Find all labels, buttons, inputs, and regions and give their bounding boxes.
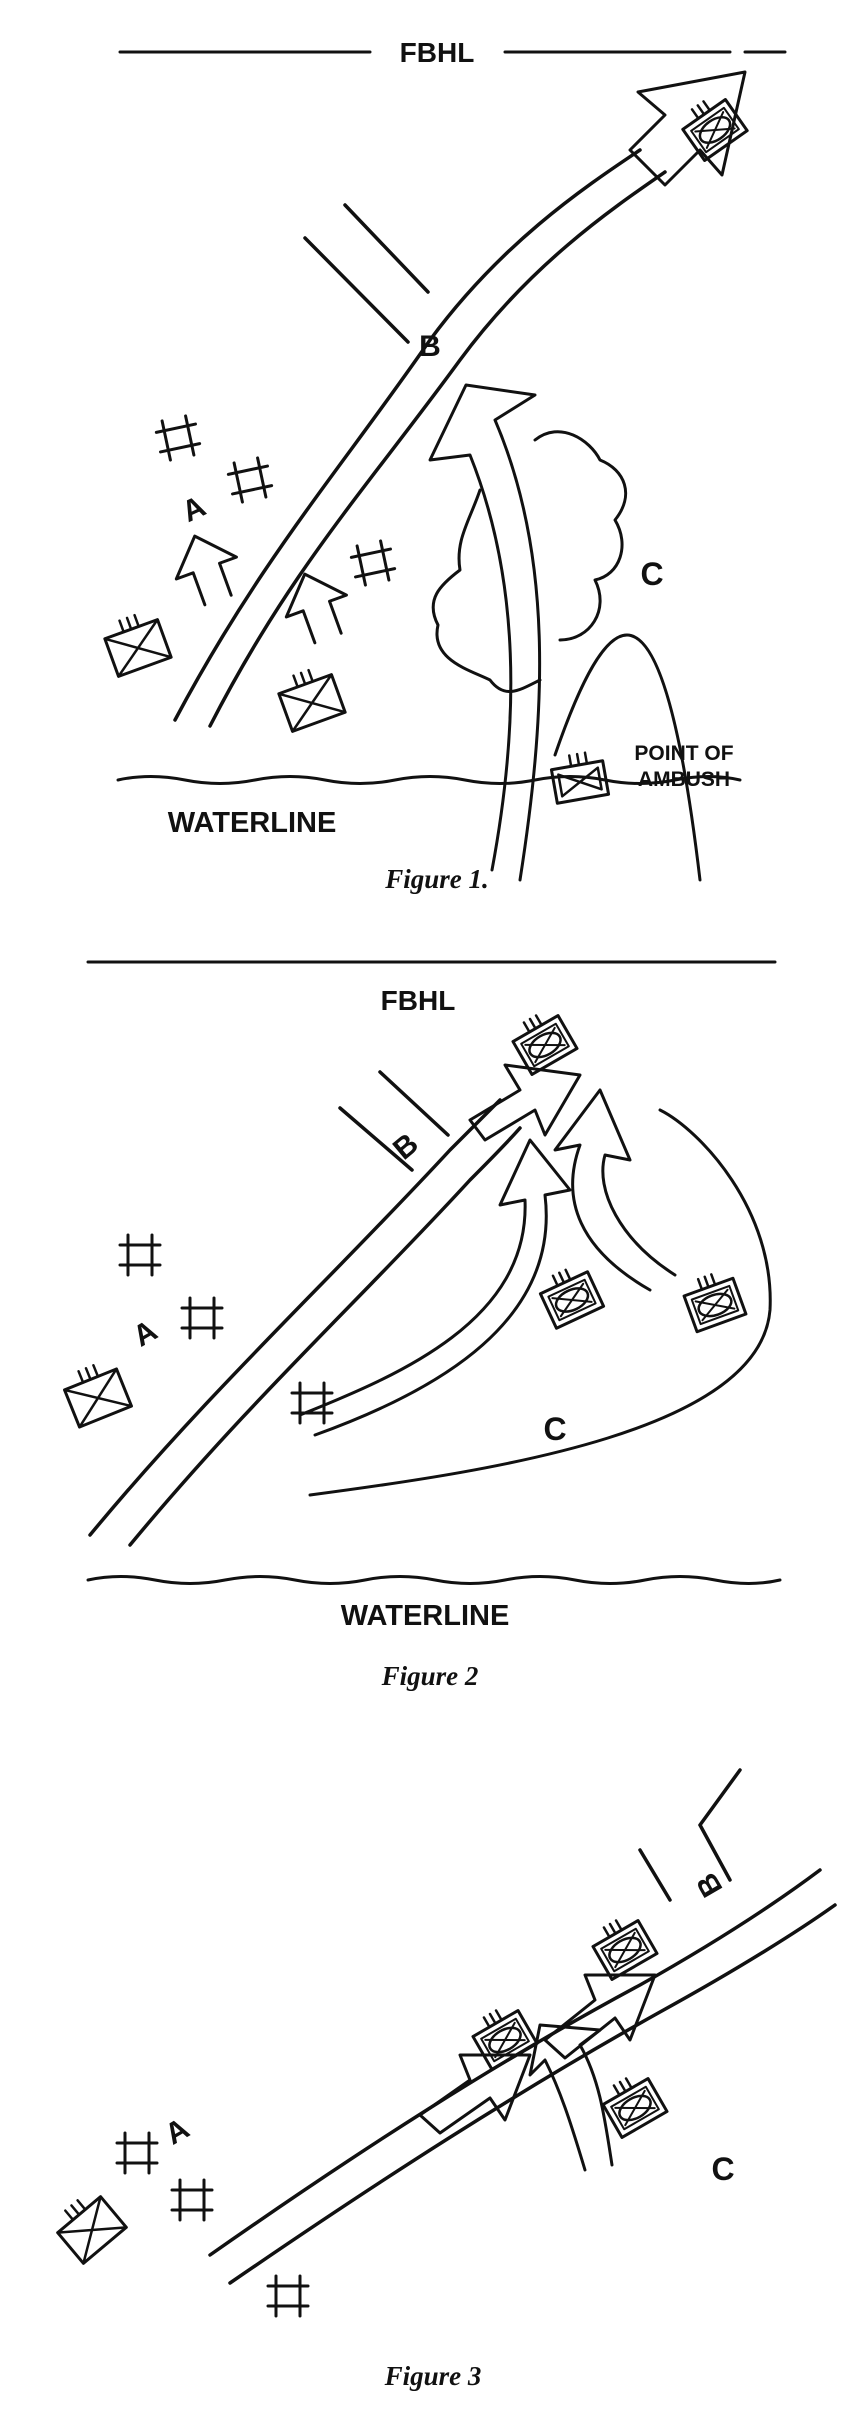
ambush-counter-arrow	[428, 383, 542, 882]
enemy-advance-arrow-1	[543, 1973, 657, 2060]
side-road-edge	[338, 1106, 414, 1172]
enemy-unit-3	[595, 2067, 669, 2139]
minefield-2	[180, 1296, 224, 1340]
road-inner-edge	[128, 1126, 522, 1547]
advance-arrow-a	[163, 523, 250, 613]
side-road-edge-2	[343, 203, 430, 294]
enemy-unit-d	[678, 1266, 748, 1334]
figure-2: FBHL B C A WATERLINE Figure 2	[58, 960, 782, 1691]
waterline-line	[86, 1575, 782, 1585]
sweep-arrow-hook	[553, 1088, 677, 1292]
flank-arrow	[528, 2023, 614, 2172]
road-outer-edge	[173, 148, 642, 722]
side-road-edge	[303, 236, 410, 344]
enemy-unit-2	[465, 1999, 539, 2071]
sweep-arrow-inner	[298, 1138, 572, 1437]
minefield-3	[266, 2274, 310, 2318]
friendly-unit-a	[99, 606, 173, 678]
figure-1: FBHL B C POINT OF AMBUSH A WATERLINE Fig…	[99, 37, 787, 894]
side-road-edges	[638, 1768, 742, 1902]
enemy-advance-arrow	[628, 70, 747, 187]
side-road-edge-2	[378, 1070, 450, 1137]
minefield-3	[347, 537, 399, 589]
minefield-1	[152, 412, 204, 464]
enemy-armor-unit	[505, 1004, 579, 1076]
minefield-2	[224, 454, 276, 506]
minefield-1	[115, 2131, 159, 2175]
ambush-zone-left	[431, 488, 542, 694]
label-c: C	[640, 556, 663, 592]
ambush-trail	[553, 633, 702, 882]
label-a: A	[128, 1314, 163, 1353]
label-b: B	[387, 1127, 425, 1166]
road-outer-edge	[88, 1098, 502, 1537]
label-b: B	[690, 1867, 729, 1902]
advance-arrow-2	[273, 561, 360, 651]
figure-3: B C A Figure 3	[48, 1768, 837, 2391]
enemy-unit-c	[534, 1260, 606, 1330]
label-a: A	[160, 2112, 195, 2151]
enemy-advance-arrow	[468, 1063, 582, 1142]
friendly-unit-2	[273, 661, 347, 733]
label-a: A	[177, 490, 211, 529]
waterline-label: WATERLINE	[168, 807, 337, 839]
fbhl-label: FBHL	[381, 985, 456, 1016]
figure-1-caption: Figure 1.	[384, 864, 489, 894]
sweep-line-outer	[308, 1108, 772, 1497]
enemy-armor-unit	[674, 89, 749, 162]
enemy-advance-arrow-2	[418, 2053, 532, 2135]
figure-2-caption: Figure 2	[381, 1661, 479, 1691]
waterline-line	[116, 775, 742, 785]
enemy-unit-1	[585, 1909, 659, 1981]
ambush-label-line1: POINT OF	[634, 742, 733, 765]
road-inner-edge	[228, 1903, 837, 2285]
label-c: C	[711, 2151, 734, 2187]
minefield-2	[170, 2178, 214, 2222]
minefield-1	[118, 1233, 162, 1277]
friendly-unit-a	[58, 1356, 133, 1429]
label-c: C	[543, 1411, 566, 1447]
road-outer-edge	[208, 1868, 822, 2257]
label-b: B	[419, 330, 441, 363]
road-inner-edge	[208, 170, 667, 728]
friendly-unit-a	[48, 2185, 128, 2265]
ambush-zone-right	[533, 430, 628, 642]
waterline-label: WATERLINE	[341, 1600, 510, 1632]
fbhl-label: FBHL	[400, 37, 475, 68]
figure-3-caption: Figure 3	[384, 2361, 482, 2391]
